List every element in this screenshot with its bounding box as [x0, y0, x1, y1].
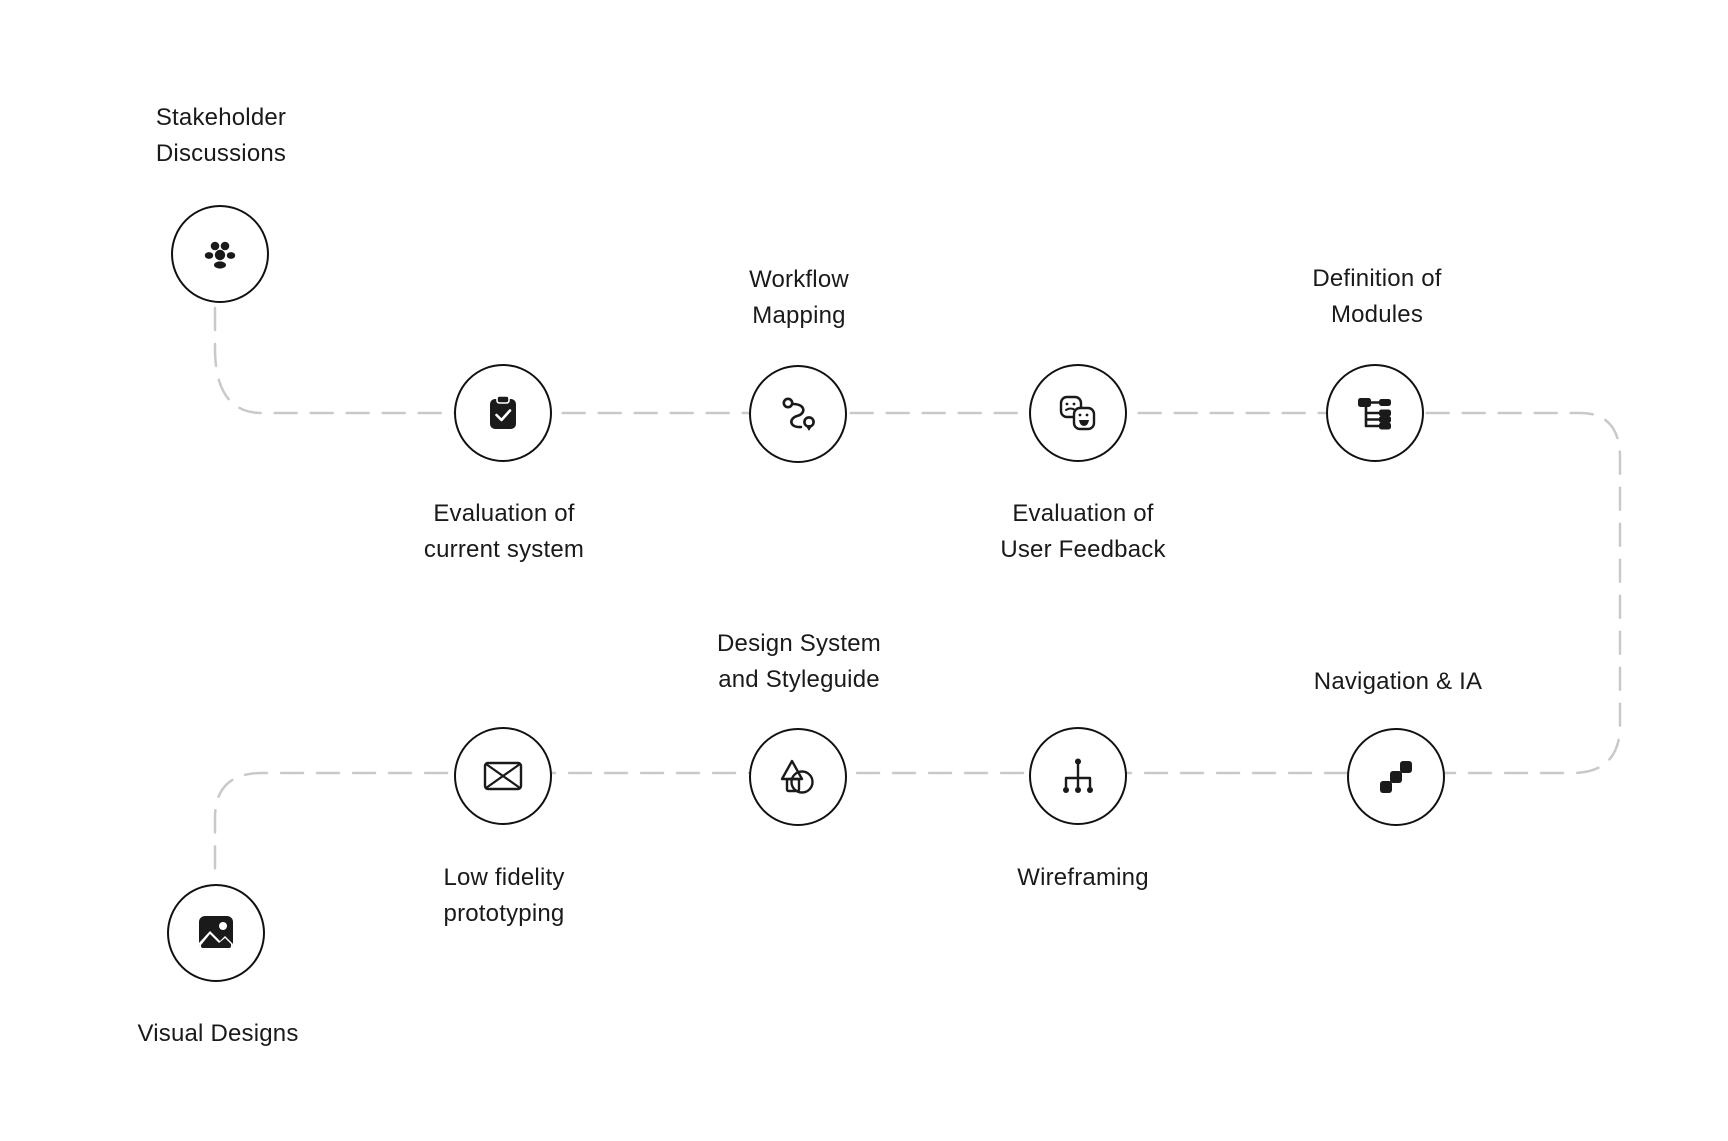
- step-7-node[interactable]: [1029, 727, 1127, 825]
- step-9-label-line-2: prototyping: [443, 900, 565, 927]
- step-8-label-line-2: and Styleguide: [718, 666, 880, 693]
- route-icon: [782, 397, 815, 431]
- step-4-label-line-2: User Feedback: [1000, 536, 1166, 563]
- step-9-label-line-1: Low fidelity: [443, 864, 565, 891]
- step-1-label-line-2: Discussions: [155, 140, 287, 167]
- image-icon: [199, 916, 233, 950]
- step-8-label-line-1: Design System: [717, 630, 881, 657]
- step-10-label-line-1: Visual Designs: [137, 1020, 299, 1047]
- step-4-node[interactable]: [1029, 364, 1127, 462]
- step-5-label-line-2: Modules: [1330, 301, 1424, 328]
- step-9-label: Low fidelity prototyping: [374, 860, 634, 932]
- feedback-faces-icon: [1059, 395, 1096, 431]
- step-7-label-line-1: Wireframing: [1017, 864, 1149, 891]
- step-5-node[interactable]: [1326, 364, 1424, 462]
- step-9-node[interactable]: [454, 727, 552, 825]
- clipboard-check-icon: [490, 395, 516, 429]
- step-2-label-line-1: Evaluation of: [433, 500, 575, 527]
- step-1-label-line-1: Stakeholder: [155, 104, 287, 131]
- tree-structure-icon: [1358, 398, 1391, 430]
- step-2-label: Evaluation of current system: [374, 496, 634, 568]
- wireframe-box-icon: [483, 761, 523, 791]
- step-1-node[interactable]: [171, 205, 269, 303]
- step-6-label-line-1: Navigation & IA: [1313, 668, 1483, 695]
- step-8-node[interactable]: [749, 728, 847, 826]
- step-4-label-line-1: Evaluation of: [1012, 500, 1154, 527]
- step-6-label: Navigation & IA: [1268, 664, 1528, 700]
- step-10-node[interactable]: [167, 884, 265, 982]
- step-2-node[interactable]: [454, 364, 552, 462]
- step-4-label: Evaluation of User Feedback: [953, 496, 1213, 568]
- step-5-label-line-1: Definition of: [1312, 265, 1442, 292]
- step-10-label: Visual Designs: [88, 1016, 348, 1052]
- step-7-label: Wireframing: [953, 860, 1213, 896]
- step-3-node[interactable]: [749, 365, 847, 463]
- step-5-label: Definition of Modules: [1247, 261, 1507, 333]
- step-3-label: Workflow Mapping: [669, 262, 929, 334]
- step-3-label-line-1: Workflow: [749, 266, 849, 293]
- people-group-icon: [204, 241, 236, 269]
- step-3-label-line-2: Mapping: [752, 302, 846, 329]
- shapes-icon: [780, 759, 814, 794]
- step-2-label-line-2: current system: [423, 536, 585, 563]
- step-1-label: Stakeholder Discussions: [91, 100, 351, 172]
- hierarchy-icon: [1063, 758, 1093, 793]
- step-6-node[interactable]: [1347, 728, 1445, 826]
- step-8-label: Design System and Styleguide: [669, 626, 929, 698]
- stepped-blocks-icon: [1380, 761, 1412, 793]
